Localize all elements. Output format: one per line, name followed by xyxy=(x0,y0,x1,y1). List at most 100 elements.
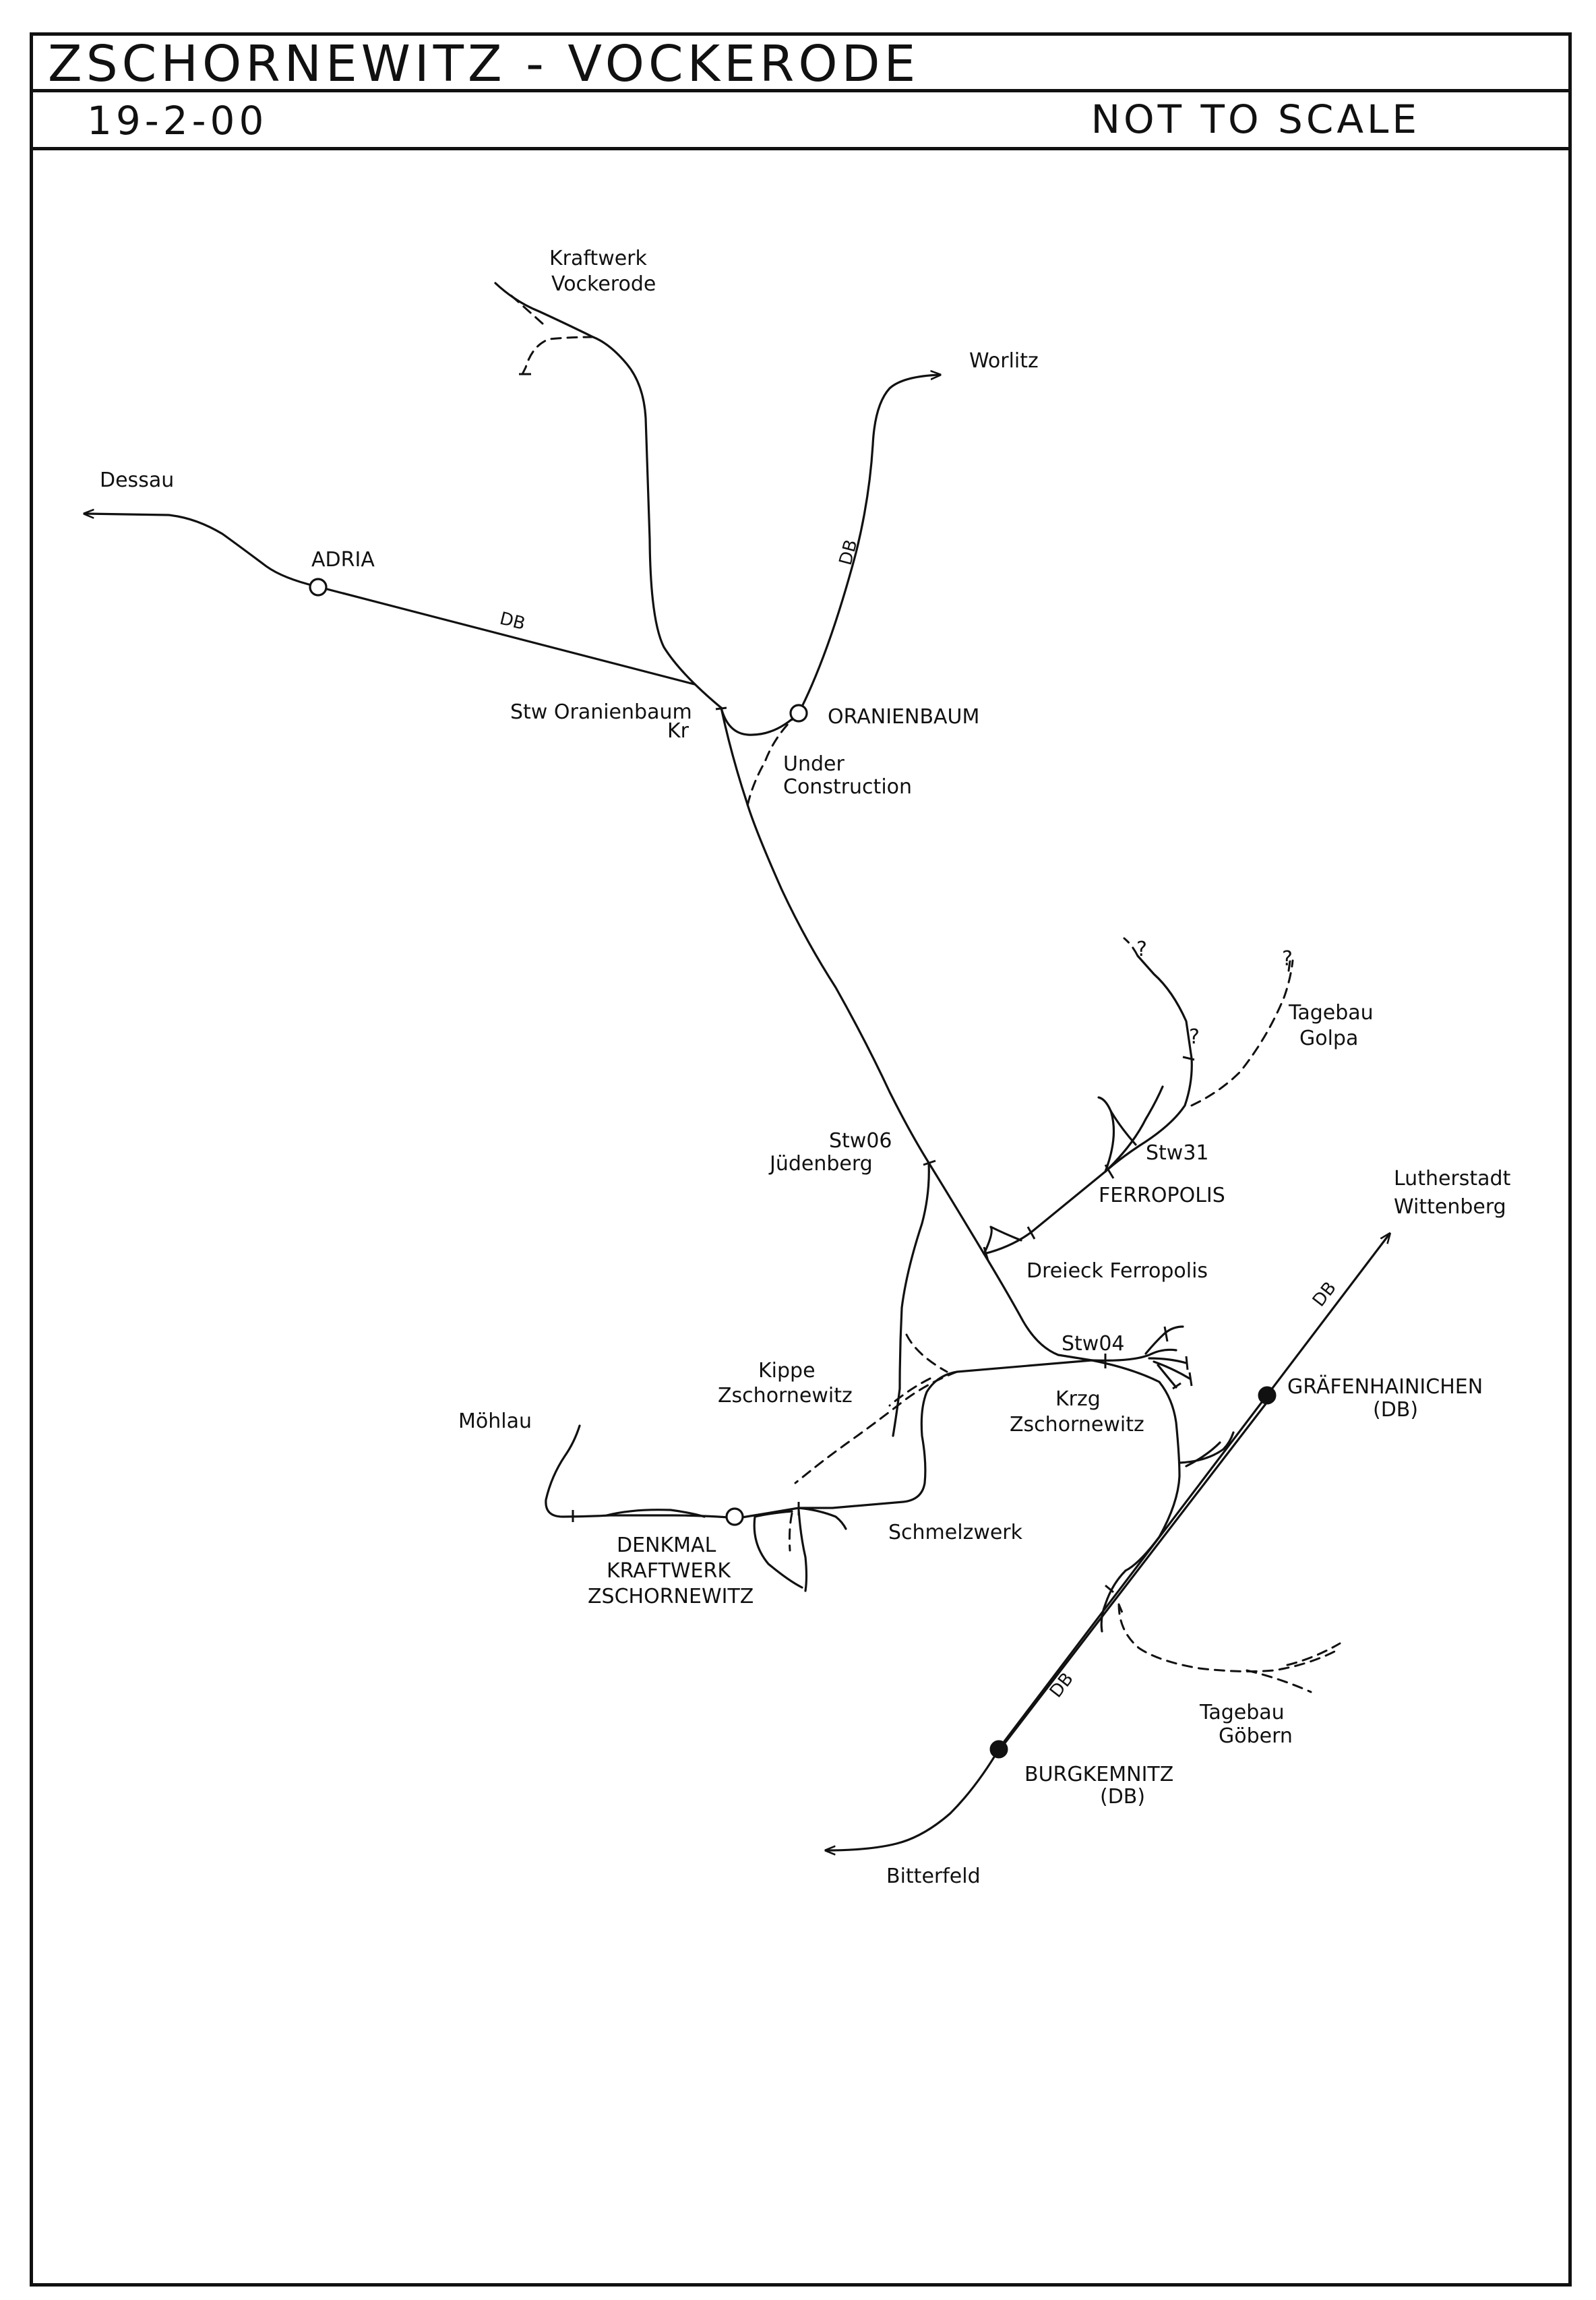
buffer-stop xyxy=(1185,1356,1189,1370)
track-stw31-spur xyxy=(1109,1110,1137,1146)
track-oranienbaum-curve xyxy=(720,706,800,736)
label-denkmal-1: DENKMAL xyxy=(617,1534,716,1557)
track-denkmal-loop xyxy=(605,1509,706,1518)
label-kraftwerk-vockerode-2: Vockerode xyxy=(551,272,656,296)
track-oranienbaum-worlitz xyxy=(797,375,940,715)
track-denkmal-dashed xyxy=(788,1512,793,1552)
label-adria: ADRIA xyxy=(311,548,375,572)
label-q1: ? xyxy=(1136,938,1147,961)
track-krzg-graefen-link-2 xyxy=(1185,1441,1221,1467)
label-tagebau-gobern-1: Tagebau xyxy=(1199,1701,1285,1724)
track-ferropolis-siding xyxy=(1097,1096,1115,1173)
track-denkmal-spur xyxy=(753,1510,803,1589)
track-gobern xyxy=(1117,1603,1336,1672)
track-kippe-spur xyxy=(905,1333,948,1373)
map-date: 19-2-00 xyxy=(87,98,268,144)
buffer-stop xyxy=(1188,1372,1193,1387)
station-burgkemnitz xyxy=(989,1740,1008,1759)
track-denkmal xyxy=(545,1424,800,1519)
tracks xyxy=(84,282,1390,1850)
label-worlitz: Worlitz xyxy=(969,349,1039,373)
track-kippe-dashed xyxy=(794,1370,958,1484)
scale-note: NOT TO SCALE xyxy=(1091,96,1420,142)
label-stw04: Stw04 xyxy=(1062,1332,1125,1356)
title-band: ZSCHORNEWITZ - VOCKERODE xyxy=(33,36,1568,92)
track-vockerode-sidings xyxy=(521,336,594,375)
label-kippe-1: Kippe xyxy=(758,1359,816,1383)
signal-box-marker xyxy=(715,706,727,710)
track-db-parallel xyxy=(996,1401,1268,1754)
label-oranienbaum: ORANIENBAUM xyxy=(828,705,979,729)
map-title: ZSCHORNEWITZ - VOCKERODE xyxy=(48,35,920,93)
label-stw06-1: Stw06 xyxy=(829,1129,892,1153)
label-dreieck-ferropolis: Dreieck Ferropolis xyxy=(1026,1259,1208,1283)
track-db-mainline xyxy=(1000,1234,1390,1747)
label-stw-oranienbaum-1: Stw Oranienbaum xyxy=(510,700,692,724)
label-krzg-1: Krzg xyxy=(1055,1387,1101,1411)
label-lutherstadt-1: Lutherstadt xyxy=(1394,1167,1511,1190)
signal-box-marker xyxy=(1026,1226,1036,1240)
label-tagebau-gobern-2: Göbern xyxy=(1219,1724,1293,1748)
label-kraftwerk-vockerode-1: Kraftwerk xyxy=(549,247,648,270)
label-burgkemnitz-2: (DB) xyxy=(1100,1785,1145,1809)
label-bitterfeld: Bitterfeld xyxy=(886,1865,981,1888)
db-label-dessau: DB xyxy=(497,609,527,634)
track-kippe-dashed-2 xyxy=(888,1377,931,1407)
track-bitterfeld xyxy=(826,1745,1002,1850)
track-ferropolis-line xyxy=(983,1085,1164,1255)
track-dreieck xyxy=(983,1225,1022,1255)
db-label-bitterfeld: DB xyxy=(1046,1669,1078,1701)
station-adria xyxy=(309,578,328,597)
signal-box-marker xyxy=(923,1159,936,1166)
track-under-construction xyxy=(745,712,800,810)
track-main-south xyxy=(720,706,1093,1362)
signal-box-marker xyxy=(1105,1584,1114,1594)
track-stw04-sidings-2 xyxy=(1148,1357,1188,1364)
map-frame: ZSCHORNEWITZ - VOCKERODE 19-2-00 NOT TO … xyxy=(30,32,1572,2287)
track-stw04-sidings-1 xyxy=(1144,1325,1184,1355)
track-krzg-south xyxy=(1091,1359,1181,1572)
track-ferropolis-north xyxy=(1104,955,1193,1173)
label-krzg-2: Zschornewitz xyxy=(1010,1413,1144,1436)
label-mohlau: Möhlau xyxy=(458,1410,532,1433)
label-tagebau-golpa-2: Golpa xyxy=(1299,1027,1358,1050)
label-under-construction-2: Construction xyxy=(783,775,912,799)
label-burgkemnitz-1: BURGKEMNITZ xyxy=(1024,1763,1173,1786)
signal-box-marker xyxy=(1104,1164,1115,1179)
label-grafenhainichen-2: (DB) xyxy=(1373,1398,1418,1422)
track-vockerode xyxy=(494,282,723,709)
stations xyxy=(309,578,1277,1759)
track-stw04-sidings-3 xyxy=(1153,1360,1191,1380)
track-golpa-q xyxy=(1287,955,1292,972)
label-denkmal-2: KRAFTWERK xyxy=(607,1559,731,1583)
track-denkmal-spur-2 xyxy=(797,1509,808,1592)
track-vockerode-spur xyxy=(510,294,544,325)
label-lutherstadt-2: Wittenberg xyxy=(1394,1195,1506,1219)
track-gobern-spur-2 xyxy=(1286,1642,1341,1666)
signal-box-marker xyxy=(1182,1056,1195,1061)
track-stw04-sidings-4 xyxy=(1157,1364,1177,1389)
subtitle-band: 19-2-00 NOT TO SCALE xyxy=(33,92,1568,150)
label-kippe-2: Zschornewitz xyxy=(718,1384,853,1408)
label-denkmal-3: ZSCHORNEWITZ xyxy=(588,1585,754,1608)
track-loop-burgkemnitz xyxy=(1100,1569,1127,1633)
label-grafenhainichen-1: GRÄFENHAINICHEN xyxy=(1287,1374,1483,1399)
track-dessau-oranienbaum xyxy=(84,514,696,686)
label-stw31: Stw31 xyxy=(1146,1141,1209,1165)
track-krzg-graefen-link xyxy=(1178,1431,1235,1464)
place-labels: Kraftwerk Vockerode Worlitz Dessau ADRIA… xyxy=(100,247,1511,1888)
station-graefenhainichen xyxy=(1258,1386,1277,1405)
track-golpa xyxy=(1190,959,1294,1107)
track-gobern-spur xyxy=(1246,1669,1312,1693)
label-schmelzwerk: Schmelzwerk xyxy=(888,1521,1023,1544)
buffer-stop xyxy=(1117,1604,1124,1613)
station-denkmal xyxy=(725,1507,744,1526)
buffer-stop xyxy=(1172,1382,1181,1390)
label-dessau: Dessau xyxy=(100,468,174,492)
buffer-stop xyxy=(1163,1326,1169,1342)
track-ferropolis-spur xyxy=(1123,937,1139,957)
station-oranienbaum xyxy=(789,704,808,723)
label-ferropolis: FERROPOLIS xyxy=(1099,1184,1225,1207)
label-stw-oranienbaum-2: Kr xyxy=(667,719,689,743)
label-tagebau-golpa-1: Tagebau xyxy=(1288,1001,1374,1025)
